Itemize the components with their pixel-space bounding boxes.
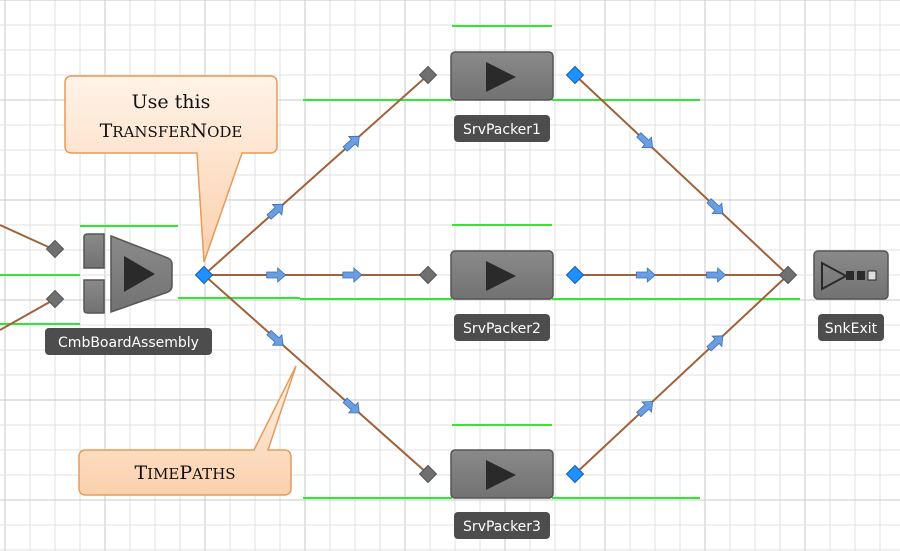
incoming-path-top[interactable] [0, 224, 56, 251]
srvpacker3-label: SrvPacker3 [463, 519, 541, 535]
path-arrow-icon [636, 401, 654, 418]
callout-time-paths: TIMEPATHS [78, 365, 297, 496]
play-icon [486, 460, 516, 490]
path-arrow-icon [266, 203, 284, 220]
path-direction-arrows [266, 132, 727, 418]
time-paths[interactable] [0, 74, 789, 475]
path-arrow-icon [342, 135, 360, 152]
srvpacker1-label-bg [454, 115, 550, 142]
input-node-srvpacker3[interactable] [418, 464, 438, 484]
combiner-label-bg [45, 328, 212, 355]
srvpacker1-label: SrvPacker1 [463, 122, 541, 138]
sink-icon [821, 261, 877, 291]
srvpacker2-label: SrvPacker2 [463, 321, 541, 337]
path-arrow-icon [342, 397, 360, 414]
path-arrow-icon [266, 329, 284, 346]
time-path-to-srvpacker1[interactable] [203, 74, 429, 276]
path-arrow-icon [706, 267, 727, 283]
snkexit-label: SnkExit [825, 321, 878, 337]
snkexit-label-bg [818, 314, 884, 341]
callout-time-paths-label: TIMEPATHS [134, 462, 235, 484]
input-node-srvpacker2[interactable] [418, 265, 438, 285]
incoming-path-bottom[interactable] [0, 298, 56, 331]
server-srvpacker1[interactable]: SrvPacker1 [450, 51, 554, 142]
path-srvpacker3-to-sink[interactable] [574, 274, 789, 475]
input-node-sink[interactable] [778, 265, 798, 285]
combiner-object[interactable]: CmbBoardAssembly [45, 233, 212, 355]
srvpacker2-label-bg [454, 314, 550, 341]
path-arrow-icon [635, 267, 656, 283]
callout-transfer-node: Use this TRANSFERNODE [64, 75, 278, 263]
callout-transfer-node-line1: Use this [132, 91, 211, 113]
input-node-combiner-bottom[interactable] [45, 289, 65, 309]
queue-indicator-lines [0, 25, 800, 499]
path-srvpacker1-to-sink[interactable] [574, 74, 789, 276]
output-node-srvpacker3[interactable] [565, 464, 585, 484]
srvpacker3-label-bg [454, 512, 550, 539]
callout-transfer-node-line2: TRANSFERNODE [100, 120, 243, 142]
path-arrow-icon [342, 267, 363, 283]
output-node-srvpacker2[interactable] [565, 265, 585, 285]
path-arrow-icon [266, 267, 287, 283]
path-arrow-icon [706, 198, 724, 215]
transfer-node[interactable] [194, 265, 214, 285]
time-path-to-srvpacker3[interactable] [203, 274, 429, 475]
play-icon [486, 261, 516, 291]
input-node-combiner-top[interactable] [45, 239, 65, 259]
path-arrow-icon [706, 335, 724, 352]
output-node-srvpacker1[interactable] [565, 65, 585, 85]
play-icon [486, 62, 516, 92]
sink-snkexit[interactable]: SnkExit [813, 250, 889, 341]
server-srvpacker2[interactable]: SrvPacker2 [450, 250, 554, 341]
combiner-label: CmbBoardAssembly [58, 335, 199, 351]
combiner-icon [83, 233, 173, 314]
path-arrow-icon [636, 132, 654, 149]
server-srvpacker3[interactable]: SrvPacker3 [450, 449, 554, 539]
input-node-srvpacker1[interactable] [418, 65, 438, 85]
